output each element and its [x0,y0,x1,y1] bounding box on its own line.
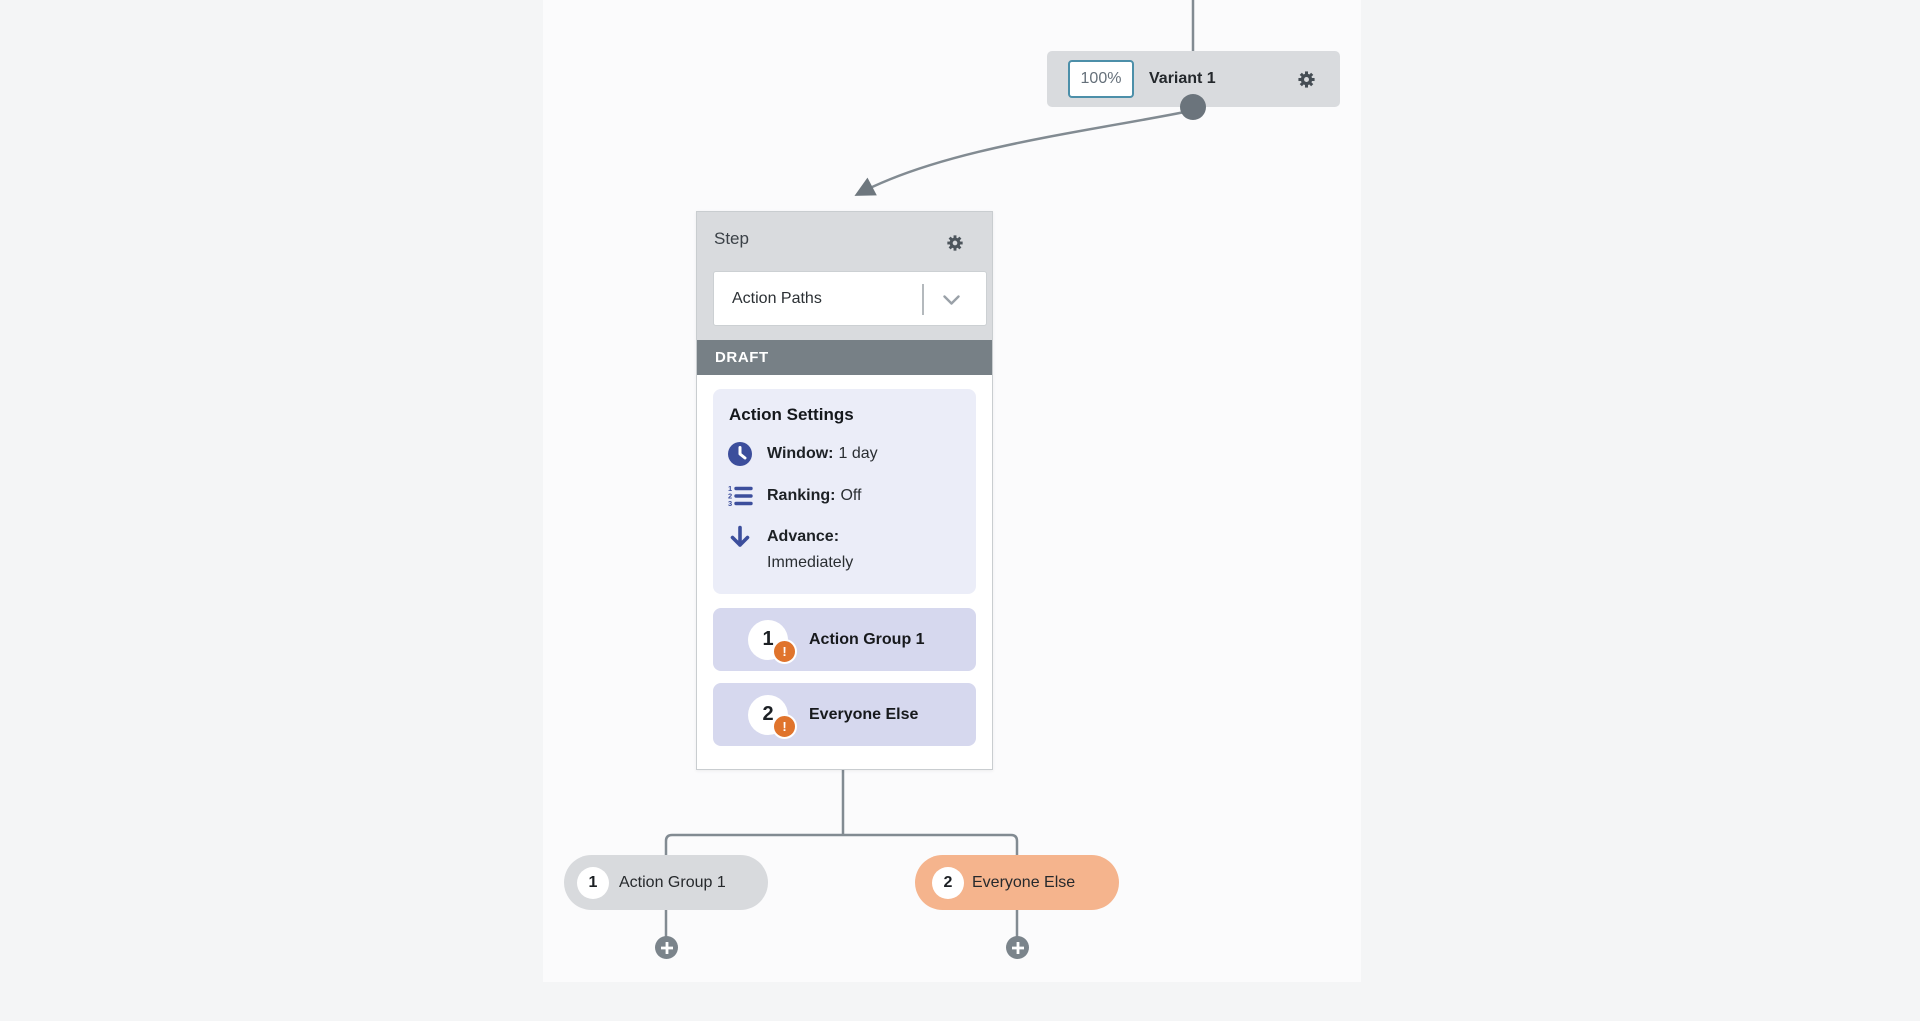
svg-text:1: 1 [728,484,732,493]
svg-text:3: 3 [728,499,732,508]
setting-label: Window: [767,445,834,462]
step-card-header: Step Action Paths [697,212,992,340]
setting-value: Off [840,487,862,504]
clock-icon [727,441,753,467]
variant-node[interactable]: Variant 1 [1047,51,1340,107]
path-number-badge: 2 [932,866,964,899]
add-step-button[interactable] [655,936,678,959]
select-divider [922,284,924,315]
step-type-value: Action Paths [732,289,822,307]
warning-icon: ! [772,713,797,739]
variant-percent-input[interactable] [1068,60,1134,98]
step-card[interactable]: Step Action Paths DRAFT Actio [696,211,993,770]
step-type-select[interactable]: Action Paths [713,271,987,326]
group-number-badge: 1 ! [748,619,797,664]
setting-row-advance: Advance: Immediately [727,524,966,576]
group-number-badge: 2 ! [748,694,797,739]
group-label: Everyone Else [809,705,919,723]
action-settings-panel: Action Settings Window:1 day [713,389,976,594]
setting-label: Ranking: [767,487,836,504]
gear-icon [1297,70,1315,88]
warning-icon: ! [772,638,797,664]
action-group-row-2[interactable]: 2 ! Everyone Else [713,683,976,746]
path-pill-everyone-else[interactable]: 2 Everyone Else [915,855,1119,910]
chevron-down-icon [943,295,960,305]
plus-icon [1011,941,1024,954]
setting-row-window: Window:1 day [727,441,966,467]
svg-text:2: 2 [728,492,732,501]
add-step-button[interactable] [1006,936,1029,959]
setting-label: Advance: [767,528,840,545]
gear-icon[interactable] [945,233,965,253]
variant-label: Variant 1 [1149,70,1216,87]
plus-icon [660,941,673,954]
arrow-down-icon [727,524,753,550]
setting-text: Ranking:Off [767,483,862,509]
action-settings-heading: Action Settings [729,405,854,424]
connector-handle[interactable] [1180,94,1206,120]
path-label: Action Group 1 [619,873,726,891]
group-number: 1 [762,628,774,650]
setting-text: Advance: Immediately [767,524,853,576]
group-number: 2 [762,703,774,725]
path-label: Everyone Else [972,873,1076,891]
path-pill-action-group-1[interactable]: 1 Action Group 1 [564,855,768,910]
path-number-badge: 1 [577,866,609,899]
gear-icon [947,235,963,251]
step-card-body: Action Settings Window:1 day [697,375,992,746]
setting-value: Immediately [767,554,854,571]
group-label: Action Group 1 [809,630,925,648]
gear-icon[interactable] [1296,69,1316,89]
setting-value: 1 day [838,445,878,462]
action-group-row-1[interactable]: 1 ! Action Group 1 [713,608,976,671]
step-title: Step [714,229,749,248]
setting-text: Window:1 day [767,441,878,467]
status-badge: DRAFT [697,340,992,375]
